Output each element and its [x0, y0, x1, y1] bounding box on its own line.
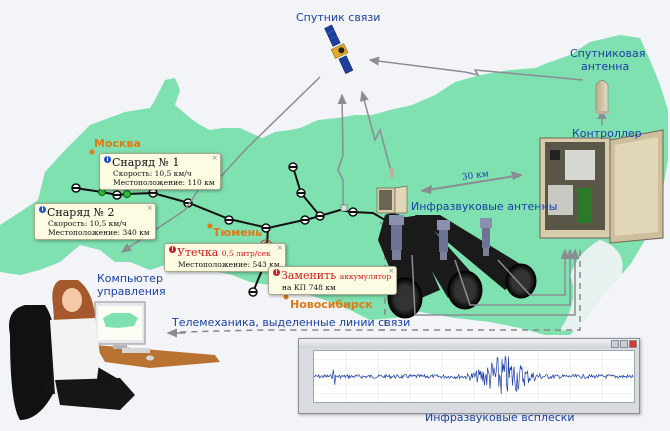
- callout-line: Местоположение: 340 км: [48, 228, 150, 237]
- infrasound-sensor-icon: [480, 218, 492, 256]
- satellite-antenna-label-line2: антенна: [581, 60, 630, 73]
- valve-node: [183, 198, 193, 208]
- operator-workstation-illustration: [9, 280, 220, 420]
- valve-node: [315, 211, 325, 221]
- satellite-antenna-icon: [595, 80, 609, 114]
- close-button[interactable]: [629, 340, 637, 348]
- remote-cabinet-icon: [340, 168, 408, 214]
- info-icon: i: [104, 156, 111, 163]
- valve-node: [248, 287, 258, 297]
- valve-node: [348, 207, 358, 217]
- infrasound-sensor-icon: [437, 220, 450, 260]
- callout-leak[interactable]: × !Утечка 0,5 литр/сек Местоположение: 5…: [164, 243, 286, 272]
- signal-plot: [313, 350, 635, 403]
- callout-title-extra: аккумулятор: [339, 272, 392, 281]
- infrasound-antennas-label: Инфразвуковые антенны: [411, 200, 558, 213]
- valve-node: [288, 162, 298, 172]
- close-icon[interactable]: ×: [388, 267, 395, 275]
- satellite-label: Спутник связи: [296, 11, 381, 24]
- valve-node: [296, 188, 306, 198]
- callout-line: Местоположение: 110 км: [113, 178, 215, 187]
- close-icon[interactable]: ×: [146, 204, 153, 212]
- city-tyumen: Тюмень: [213, 226, 263, 239]
- valve-nodes: [71, 162, 358, 297]
- infrasound-bursts-label: Инфразвуковые всплески: [425, 411, 575, 424]
- valve-node: [71, 183, 81, 193]
- callout-battery[interactable]: × !Заменить аккумулятор на КП 748 км: [268, 266, 398, 295]
- callout-title: Снаряд № 1: [112, 156, 180, 169]
- infrasound-sensor-icons: [389, 215, 492, 260]
- distance-arrow: [420, 171, 523, 194]
- callout-title: Утечка: [177, 246, 219, 259]
- city-novosibirsk: Новосибирск: [290, 298, 373, 311]
- satellite-icon: [324, 24, 354, 74]
- valve-node: [112, 190, 122, 200]
- warning-icon: !: [273, 269, 280, 276]
- control-computer-label-line2: управления: [97, 285, 166, 298]
- pig-marker: [123, 190, 131, 198]
- control-computer-label-line1: Компьютер: [97, 272, 163, 285]
- infrasound-signal-window[interactable]: [298, 338, 640, 414]
- callout-title: Заменить: [281, 269, 337, 282]
- callout-line: Скорость: 10,5 км/ч: [48, 219, 127, 228]
- infrasound-sensor-icon: [389, 215, 404, 260]
- valve-node: [261, 223, 271, 233]
- controller-cabinet-icon: [539, 129, 664, 244]
- satellite-antenna-label-line1: Спутниковая: [570, 47, 646, 60]
- info-icon: i: [39, 206, 46, 213]
- valve-node: [224, 215, 234, 225]
- controller-label: Контроллер: [572, 127, 642, 140]
- city-moscow: Москва: [94, 137, 141, 150]
- close-icon[interactable]: ×: [211, 154, 218, 162]
- signal-waveform: [314, 351, 634, 402]
- callout-line: на КП 748 км: [282, 283, 336, 292]
- valve-node: [300, 215, 310, 225]
- warning-icon: !: [169, 246, 176, 253]
- callout-line: Местоположение: 543 км: [178, 260, 280, 269]
- valve-node: [148, 188, 158, 198]
- signal-trace: [314, 355, 634, 394]
- minimize-button[interactable]: [611, 340, 619, 348]
- window-title-bar[interactable]: [299, 339, 639, 348]
- telemechanics-label: Телемеханика, выделенные линии связи: [172, 316, 411, 329]
- callout-line: Скорость: 10,5 км/ч: [113, 169, 192, 178]
- callout-title: Снаряд № 2: [47, 206, 115, 219]
- close-icon[interactable]: ×: [276, 244, 283, 252]
- maximize-button[interactable]: [620, 340, 628, 348]
- callout-title-extra: 0,5 литр/сек: [221, 249, 271, 258]
